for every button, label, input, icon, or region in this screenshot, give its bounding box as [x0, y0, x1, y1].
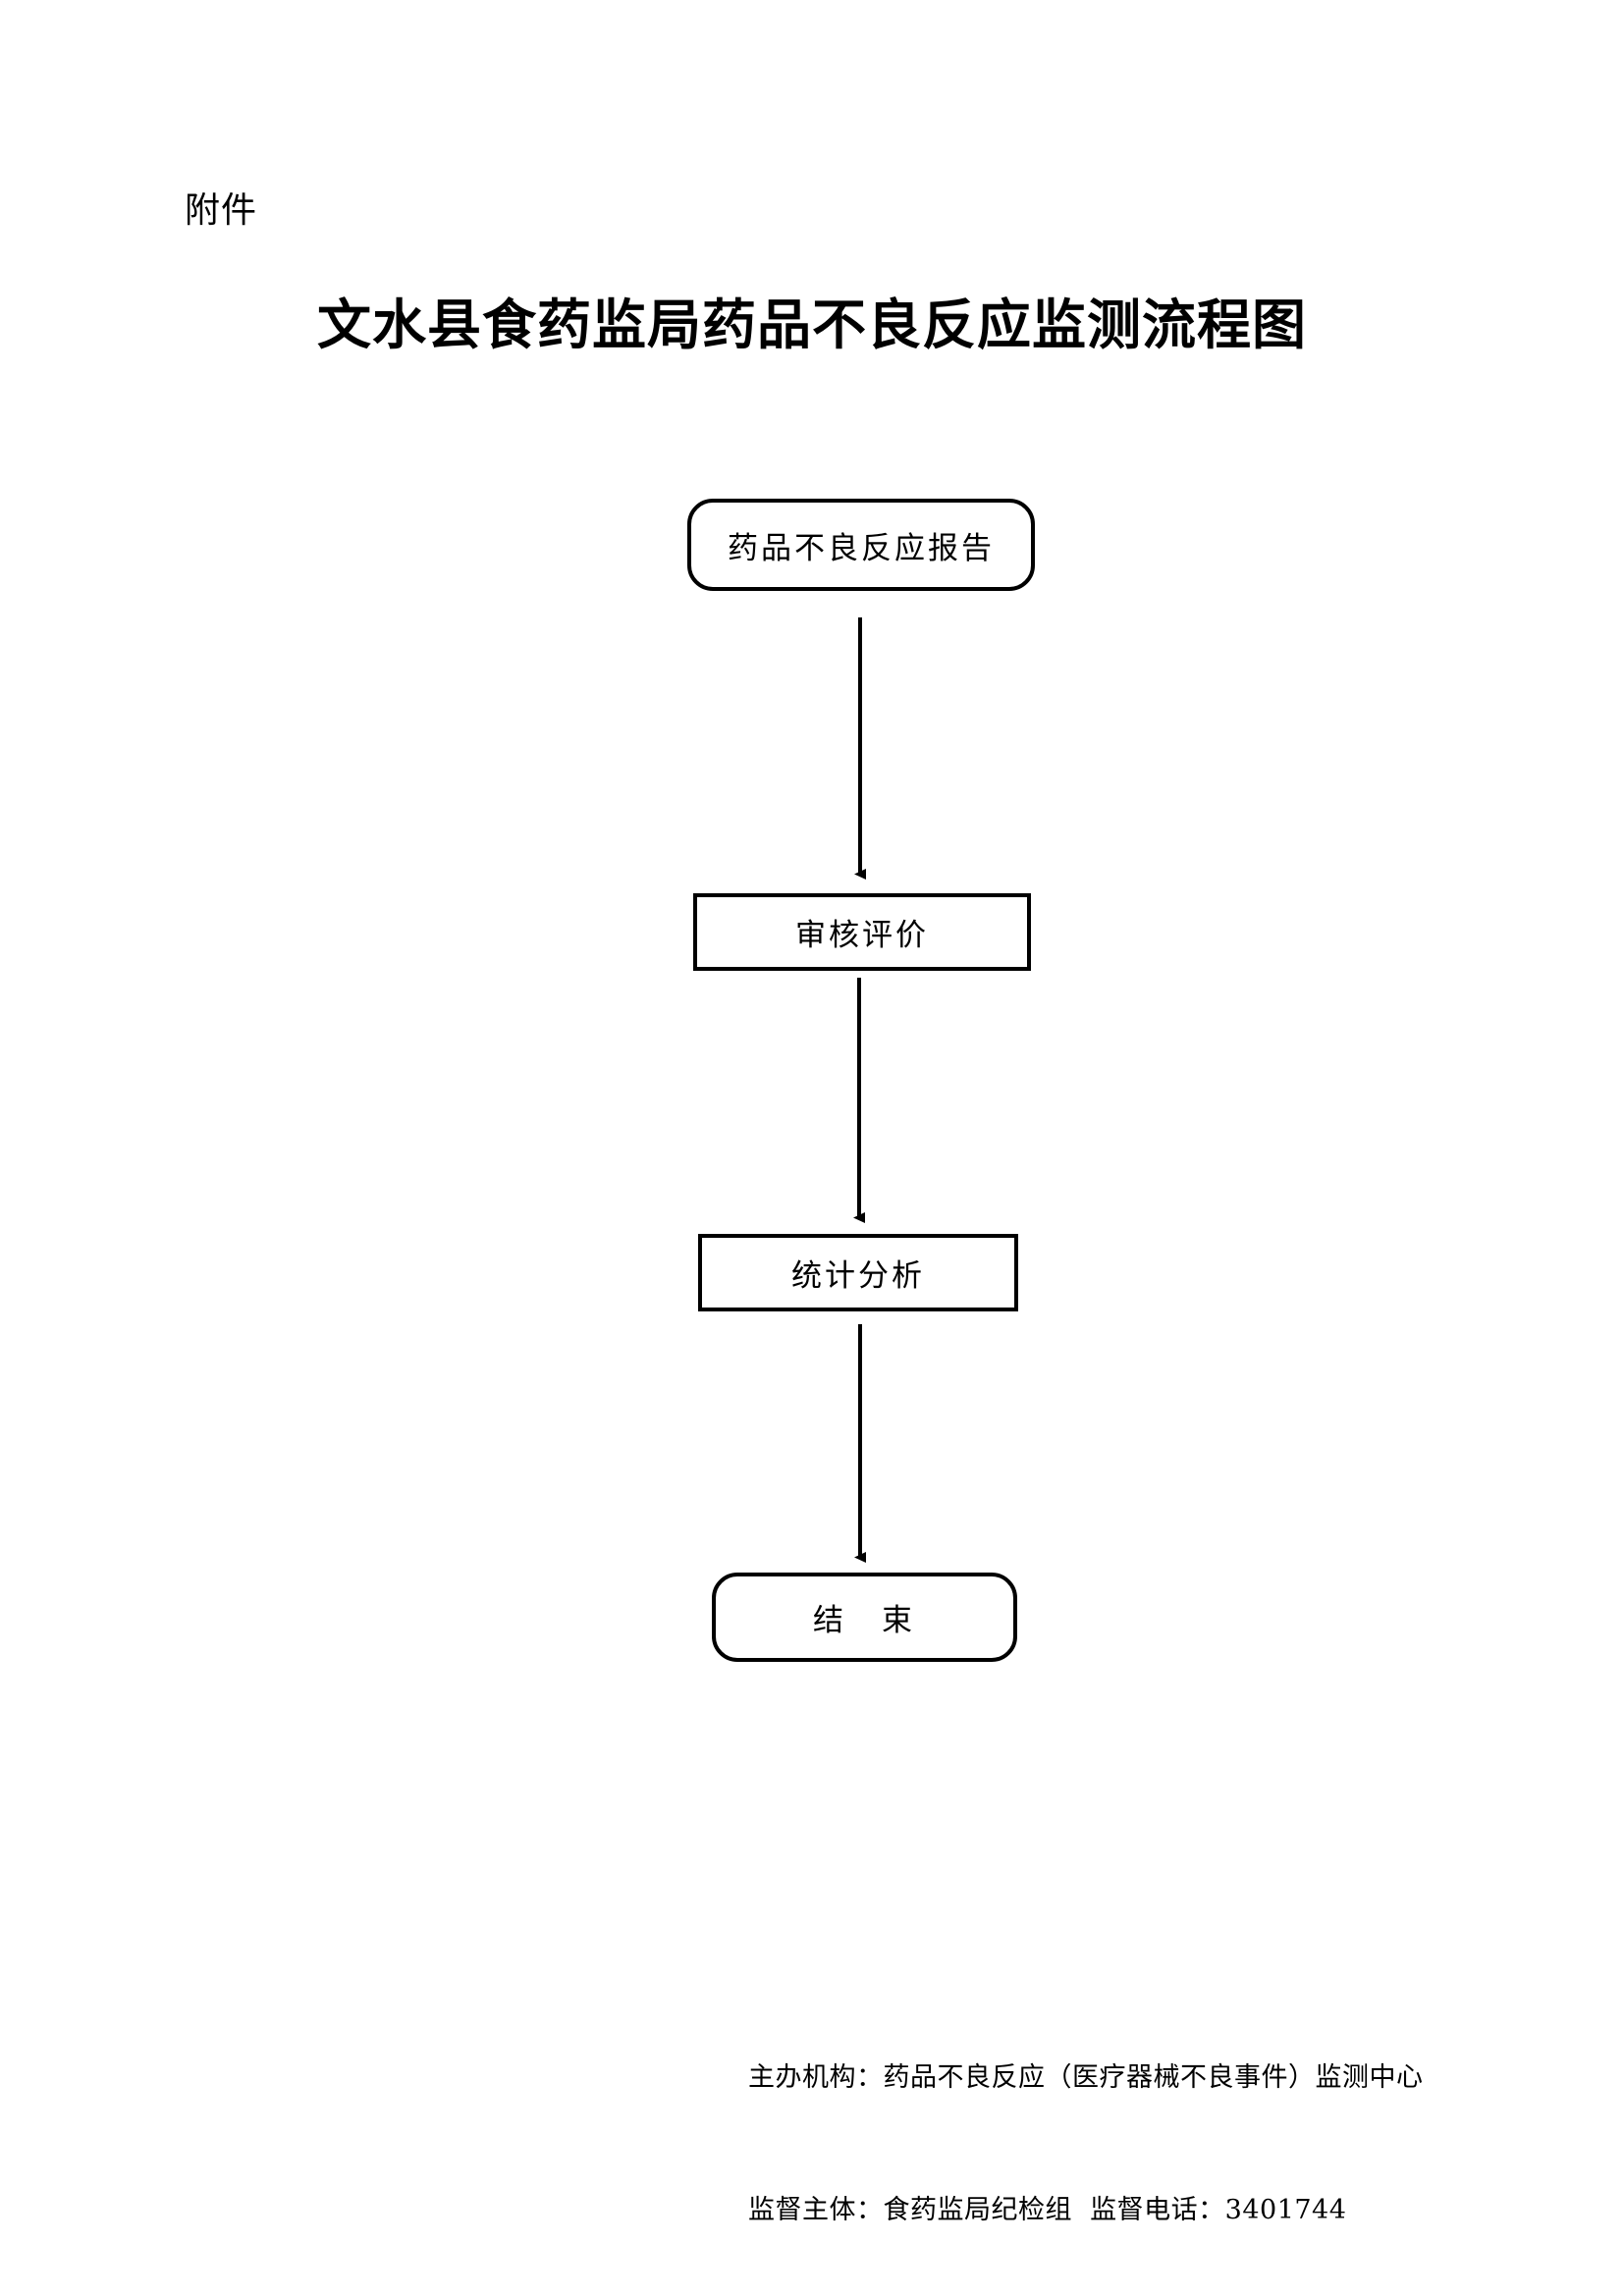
attachment-label: 附件: [185, 190, 258, 231]
flow-node-stats: 统计分析: [698, 1234, 1018, 1311]
flow-node-end: 结 束: [712, 1573, 1017, 1662]
page-title: 文水县食药监局药品不良反应监测流程图: [316, 294, 1307, 356]
flow-node-end-label: 结 束: [813, 1603, 916, 1638]
flow-node-review: 审核评价: [693, 893, 1031, 971]
flow-node-review-label: 审核评价: [795, 918, 929, 953]
flow-node-start-label: 药品不良反应报告: [728, 530, 995, 566]
flow-node-stats-label: 统计分析: [791, 1258, 925, 1294]
footer-organizer-line: 主办机构：药品不良反应（医疗器械不良事件）监测中心: [748, 2062, 1424, 2093]
footer: 主办机构：药品不良反应（医疗器械不良事件）监测中心 监督主体：食药监局纪检组 监…: [748, 1967, 1424, 2296]
footer-supervisor-line: 监督主体：食药监局纪检组 监督电话：3401744: [748, 2195, 1347, 2225]
flow-node-start: 药品不良反应报告: [687, 499, 1035, 591]
